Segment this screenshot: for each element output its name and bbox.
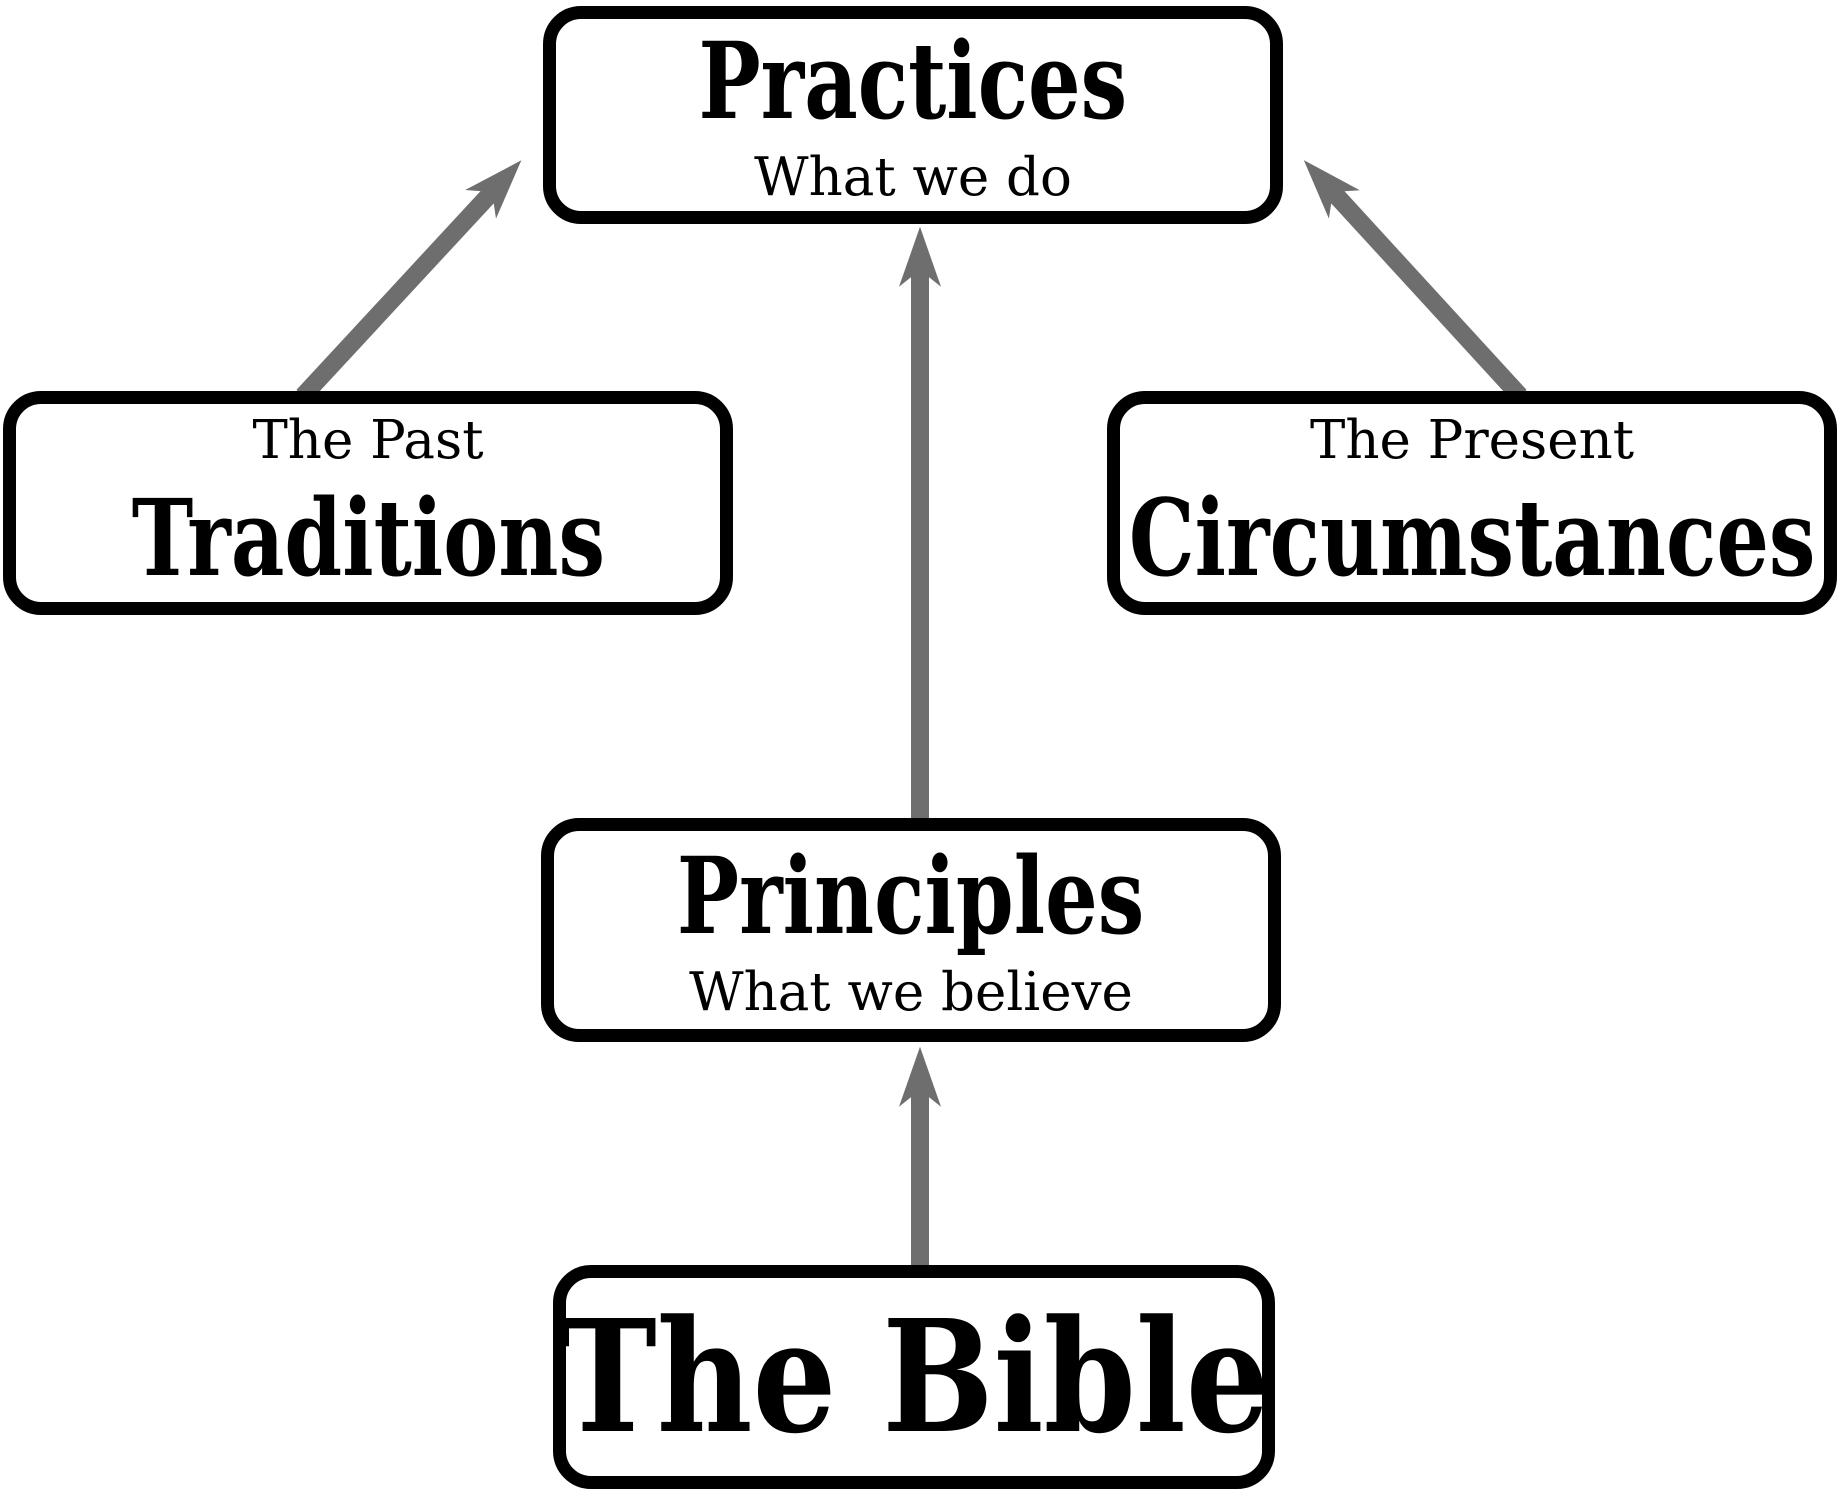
node-subtitle: The Present [1309,409,1635,471]
node-title: Circumstances [1128,475,1816,601]
node-subtitle: What we believe [689,961,1133,1023]
node-title: The Bible [558,1284,1270,1468]
node-subtitle: The Past [252,409,484,471]
node-principles: Principles What we believe [541,818,1281,1042]
node-traditions: The Past Traditions [3,391,733,615]
node-the-bible: The Bible [553,1265,1275,1489]
node-title: Traditions [131,475,605,601]
node-title: Principles [677,832,1145,958]
node-title: Practices [698,17,1128,143]
node-subtitle: What we do [754,146,1072,208]
node-practices: Practices What we do [543,6,1283,224]
node-circumstances: The Present Circumstances [1107,391,1837,615]
arrow-circumstances-to-practices [1303,160,1527,403]
arrow-traditions-to-practices [296,160,522,403]
